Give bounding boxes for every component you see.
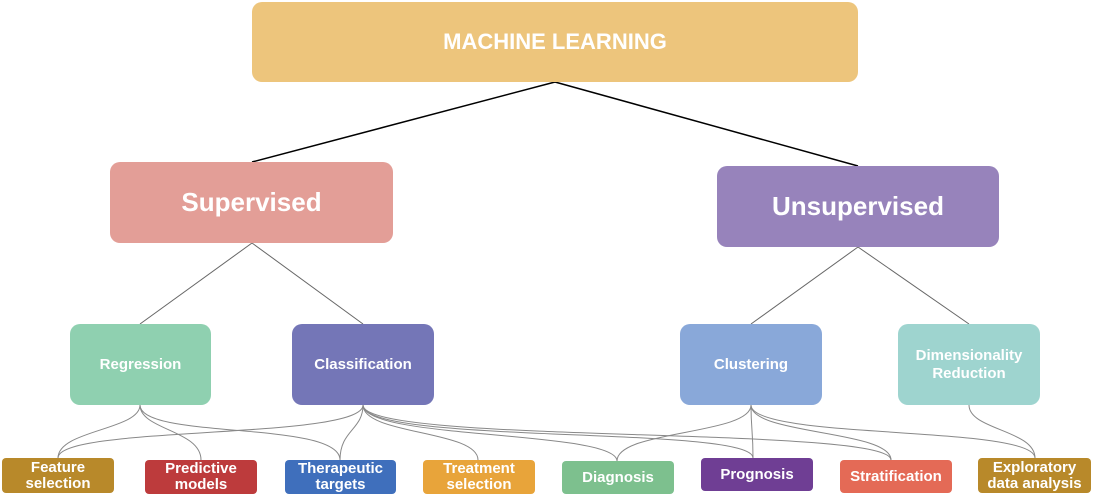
edge-root-unsupervised — [554, 81, 859, 167]
edge-classification-therapeutic-targets — [339, 404, 364, 461]
edge-clustering-exploratory — [750, 404, 1036, 459]
application-node-therapeutic-targets: Therapeutic targets — [285, 460, 396, 494]
edge-regression-therapeutic-targets — [139, 404, 341, 461]
application-label: Predictive models — [165, 460, 237, 493]
application-node-stratification: Stratification — [840, 460, 952, 493]
method-node-regression: Regression — [70, 324, 211, 405]
edge-clustering-prognosis — [750, 404, 754, 459]
edge-regression-predictive-models — [139, 404, 202, 461]
edge-unsupervised-clustering — [750, 246, 859, 325]
edge-unsupervised-dimred — [857, 246, 970, 325]
edge-clustering-diagnosis — [616, 404, 752, 462]
application-label: Diagnosis — [582, 468, 654, 486]
method-label: Regression — [99, 355, 182, 373]
edge-classification-feature-selection — [57, 404, 364, 459]
application-node-exploratory-data-analysis: Exploratory data analysis — [978, 458, 1091, 493]
category-node-supervised: Supervised — [110, 162, 393, 243]
method-node-clustering: Clustering — [680, 324, 822, 405]
edge-classification-diagnosis — [362, 404, 618, 462]
application-node-diagnosis: Diagnosis — [562, 461, 674, 494]
category-label: Supervised — [181, 186, 322, 217]
application-label: Therapeutic targets — [297, 460, 384, 493]
application-label: Stratification — [850, 467, 942, 485]
method-label: Dimensionality Reduction — [915, 346, 1023, 382]
application-label: Exploratory data analysis — [987, 458, 1082, 492]
method-node-dimensionality-reduction: Dimensionality Reduction — [898, 324, 1040, 405]
application-node-feature-selection: Feature selection — [2, 458, 114, 493]
method-label: Classification — [314, 355, 412, 373]
application-label: Prognosis — [720, 465, 794, 483]
application-label: Feature selection — [25, 458, 91, 492]
application-node-treatment-selection: Treatment selection — [423, 460, 535, 494]
method-label: Clustering — [713, 355, 789, 373]
method-node-classification: Classification — [292, 324, 434, 405]
root-node: MACHINE LEARNING — [252, 2, 858, 82]
category-label: Unsupervised — [772, 190, 944, 221]
edge-classification-treatment-selection — [362, 404, 479, 461]
edge-dimred-exploratory — [968, 404, 1036, 459]
edge-supervised-classification — [251, 242, 364, 325]
category-node-unsupervised: Unsupervised — [717, 166, 999, 247]
application-label: Treatment selection — [443, 460, 515, 493]
edge-classification-prognosis — [362, 404, 754, 459]
root-label: MACHINE LEARNING — [443, 29, 667, 55]
edge-clustering-stratification — [750, 404, 892, 461]
application-node-prognosis: Prognosis — [701, 458, 813, 491]
application-node-predictive-models: Predictive models — [145, 460, 257, 494]
edge-supervised-regression — [139, 242, 253, 325]
edge-classification-stratification — [362, 404, 892, 461]
edge-root-supervised — [251, 81, 556, 163]
edge-regression-feature-selection — [57, 404, 141, 459]
